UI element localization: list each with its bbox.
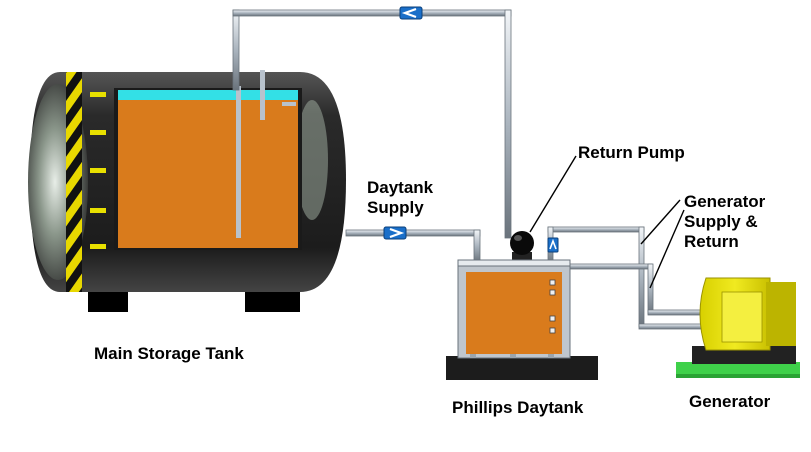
main-storage-tank <box>28 70 346 312</box>
return-pipe-top <box>232 9 512 17</box>
main-tank-fuel <box>118 100 298 248</box>
label-daytank-supply: Daytank Supply <box>367 178 434 217</box>
piping <box>232 9 707 330</box>
label-generator: Generator <box>689 392 771 411</box>
daytank-feet <box>470 354 554 358</box>
return-pipe-riser-pump <box>504 9 512 239</box>
flow-arrow-icon <box>547 237 559 253</box>
tank-leg-left <box>88 290 128 312</box>
gen-pipe-mid <box>559 263 653 270</box>
label-generator-supply-return: Generator Supply & Return <box>684 192 766 251</box>
generator-vent <box>721 291 763 343</box>
gen-pipe-to-generator-upper <box>647 309 707 316</box>
label-phillips-daytank: Phillips Daytank <box>452 398 584 417</box>
daytank-top-rail <box>457 259 571 267</box>
hazard-stripe-icon <box>66 72 82 292</box>
generator-ground-shadow <box>676 374 800 378</box>
leader-gen-upper <box>640 199 681 245</box>
leader-lines <box>529 155 685 289</box>
label-return-pump: Return Pump <box>578 143 685 162</box>
daytank-base <box>446 356 598 380</box>
main-tank-return-tube <box>260 70 265 120</box>
daytank-fuel <box>466 272 562 354</box>
generator <box>676 277 800 378</box>
leader-gen-lower <box>649 209 685 289</box>
flow-arrow-icon <box>383 226 407 240</box>
pump-icon <box>510 231 534 262</box>
tank-bolts <box>90 92 106 249</box>
gen-pipe-mid-drop <box>647 263 654 315</box>
tank-leg-right <box>245 290 300 312</box>
flow-arrow-icon <box>399 6 423 20</box>
main-tank-fuel-surface <box>118 90 298 100</box>
generator-side-panel <box>766 282 796 346</box>
supply-pipe-horizontal <box>345 229 481 237</box>
tank-end-cap-right <box>296 100 328 220</box>
daytank-switches <box>549 279 556 334</box>
label-main-storage-tank: Main Storage Tank <box>94 344 244 363</box>
return-pipe-riser-tank <box>232 9 240 91</box>
main-tank-side-fitting <box>282 102 296 106</box>
supply-pipe-down <box>473 229 481 263</box>
leader-return-pump <box>529 155 577 233</box>
gen-pipe-to-generator-lower <box>638 323 707 330</box>
phillips-daytank <box>446 259 598 380</box>
gen-pipe-upper-a <box>547 226 645 233</box>
main-tank-dip-tube <box>236 86 241 238</box>
